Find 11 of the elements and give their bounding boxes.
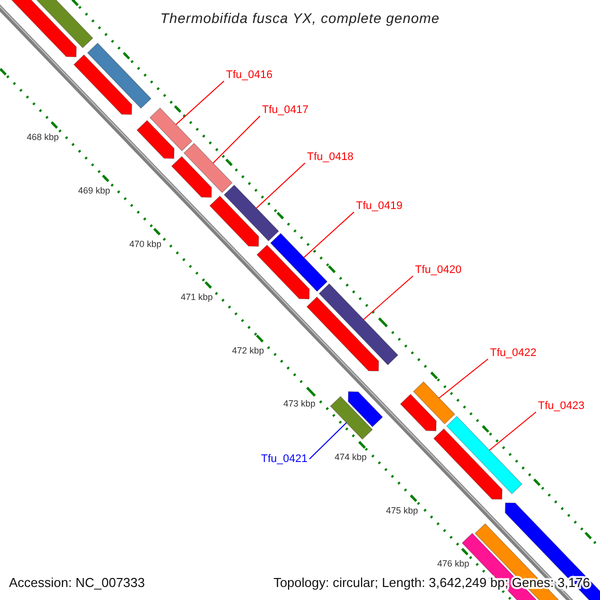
scale-label: 469 kbp — [78, 185, 110, 196]
scale-label: 470 kbp — [129, 238, 162, 249]
scale-label: 476 kbp — [437, 558, 470, 569]
scale-label: 475 kbp — [386, 505, 418, 516]
scale-label: 474 kbp — [334, 452, 367, 462]
scale-label: 468 kbp — [26, 132, 59, 142]
scale-label: 472 kbp — [232, 345, 264, 356]
scale-label: 471 kbp — [180, 292, 213, 302]
scale-label: 473 kbp — [283, 398, 316, 409]
diagram-title: Thermobifida fusca YX, complete genome — [160, 10, 440, 26]
accession-text: Accession: NC_007333 — [9, 575, 145, 590]
